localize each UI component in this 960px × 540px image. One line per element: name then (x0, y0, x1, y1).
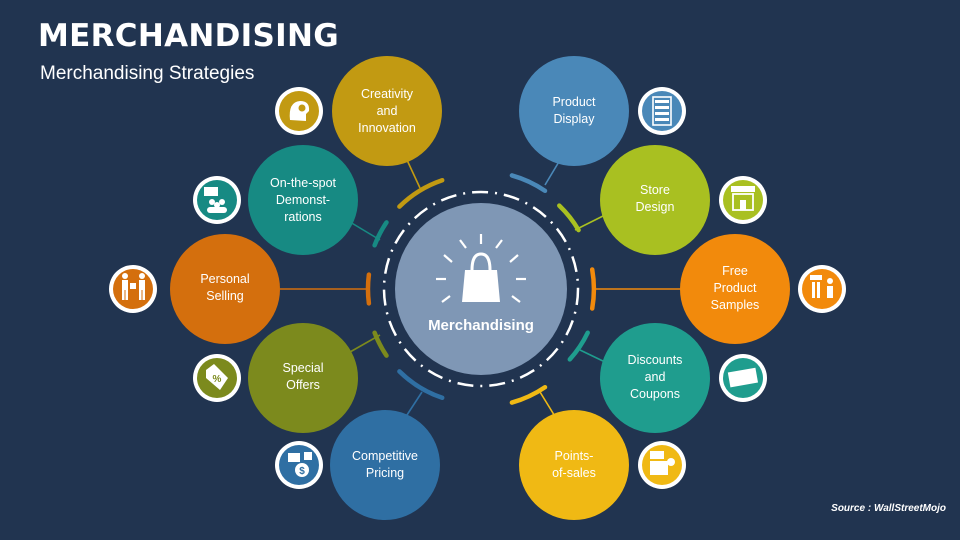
shelf-icon (652, 96, 672, 126)
sample-stand-icon (810, 275, 833, 298)
node-label-line: Discounts (628, 353, 683, 367)
lightbulb-head-icon (289, 101, 310, 121)
node-label-line: Selling (206, 289, 244, 303)
node-label-line: Design (636, 200, 675, 214)
node-label-line: of-sales (552, 466, 596, 480)
node-label-line: Points- (555, 449, 594, 463)
presentation-group-icon (204, 187, 227, 213)
node-label-line: Innovation (358, 121, 416, 135)
slide-title: MERCHANDISING (38, 18, 339, 54)
node-label-line: Creativity (361, 87, 414, 101)
node-label-line: and (377, 104, 398, 118)
node-label-line: Competitive (352, 449, 418, 463)
node-label-line: Coupons (630, 387, 680, 401)
node-points-of-sales: Points-of-sales (519, 410, 686, 520)
node-label-line: Samples (711, 298, 760, 312)
node-label-line: Product (713, 281, 757, 295)
source-credit: Source : WallStreetMojo (831, 503, 946, 514)
price-tag-icon: % (206, 364, 228, 390)
node-label-line: Product (552, 95, 596, 109)
svg-text:%: % (213, 374, 222, 385)
node-label-line: On-the-spot (270, 176, 337, 190)
node-label-line: Store (640, 183, 670, 197)
dashed-ring (382, 190, 580, 388)
svg-text:$: $ (299, 466, 305, 477)
node-label-line: rations (284, 210, 322, 224)
node-label-line: Free (722, 264, 748, 278)
pricing-icon: $ (288, 452, 312, 477)
node-label-line: Personal (200, 272, 249, 286)
node-label-line: Display (554, 112, 596, 126)
node-label-line: and (645, 370, 666, 384)
svg-text:Points-of-sales: Points-of-sales (552, 449, 596, 480)
connectors (280, 159, 682, 419)
slide-subtitle: Merchandising Strategies (40, 63, 255, 84)
cash-register-icon (650, 451, 675, 475)
coupon-icon (727, 367, 759, 388)
outer-ring (365, 173, 597, 405)
center-label: Merchandising (428, 317, 534, 334)
node-label-line: Special (283, 361, 324, 375)
node-label-line: Pricing (366, 466, 404, 480)
salesperson-icon (122, 273, 145, 300)
node-label-line: Demonst- (276, 193, 330, 207)
shopping-bag-icon (436, 234, 526, 303)
storefront-icon (731, 186, 755, 211)
node-label-line: Offers (286, 378, 320, 392)
